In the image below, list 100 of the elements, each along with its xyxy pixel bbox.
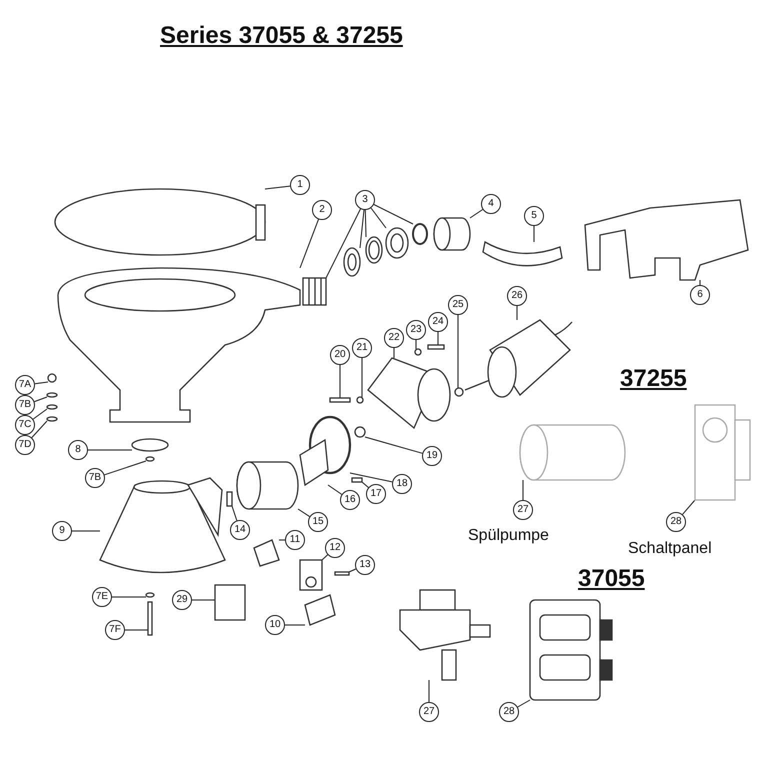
leader-line [32, 408, 48, 420]
diagram-title: Series 37055 & 37255 [160, 22, 403, 50]
gasket-drawing [131, 438, 169, 452]
leader-line [350, 472, 393, 482]
screw-drawing [427, 344, 445, 350]
solenoid-valve-drawing [399, 589, 491, 681]
callout-number: 20 [330, 345, 350, 365]
callout-number: 25 [448, 295, 468, 315]
washer-drawing [454, 387, 464, 397]
leader-line [470, 209, 484, 218]
outlet-fitting-drawing [299, 559, 323, 591]
leader-line [34, 382, 48, 384]
callout-number: 5 [524, 206, 544, 226]
toilet-bowl-drawing [57, 267, 301, 423]
callout-number: 21 [352, 338, 372, 358]
callout-number: 9 [52, 521, 72, 541]
leader-line [104, 460, 146, 476]
model-heading: 37055 [578, 565, 645, 593]
callout-number: 7C [15, 415, 35, 435]
washer-drawing [46, 392, 58, 398]
pin-drawing [351, 477, 363, 483]
valve-drawing [253, 539, 280, 567]
motor-drawing [464, 319, 572, 398]
washer-drawing [145, 592, 155, 598]
hose-drawing [482, 241, 563, 266]
clip-drawing [226, 491, 233, 507]
threaded-ring-drawing [385, 227, 409, 259]
callout-number: 26 [507, 286, 527, 306]
knob-drawing [304, 594, 336, 626]
callout-number: 7B [85, 468, 105, 488]
callout-number: 14 [230, 520, 250, 540]
leader-line [373, 204, 414, 224]
callout-number: 19 [422, 446, 442, 466]
leader-line [364, 436, 423, 454]
callout-number: 7D [15, 435, 35, 455]
leader-line [348, 568, 356, 572]
toilet-lid-drawing [54, 188, 266, 256]
callout-number: 27 [419, 702, 439, 722]
callout-number: 15 [308, 512, 328, 532]
callout-number: 3 [355, 190, 375, 210]
leader-line [34, 396, 48, 402]
washer-drawing [46, 416, 58, 422]
part-caption: Spülpumpe [468, 527, 549, 545]
leader-line [326, 208, 361, 278]
switch-panel-drawing [529, 599, 613, 701]
callout-number: 8 [68, 440, 88, 460]
callout-number: 6 [690, 285, 710, 305]
leader-line [31, 420, 48, 438]
cap-nut-drawing [47, 373, 57, 383]
screw-drawing [334, 571, 350, 576]
leader-line [232, 506, 238, 521]
callout-number: 24 [428, 312, 448, 332]
leader-line [264, 186, 291, 190]
callout-number: 7B [15, 395, 35, 415]
impeller-drawing [299, 438, 329, 486]
part-caption: Schaltpanel [628, 540, 712, 558]
callout-number: 10 [265, 615, 285, 635]
callout-number: 7A [15, 375, 35, 395]
callout-number: 29 [172, 590, 192, 610]
seal-drawing [354, 426, 366, 438]
callout-number: 28 [666, 512, 686, 532]
o-ring-drawing [412, 223, 428, 245]
pump-base-drawing [99, 477, 226, 574]
leader-line [72, 530, 100, 532]
callout-number: 23 [406, 320, 426, 340]
washer-drawing [145, 456, 155, 462]
model-heading: 37255 [620, 365, 687, 393]
callout-number: 1 [290, 175, 310, 195]
washer-drawing [46, 404, 58, 410]
leader-line [682, 500, 696, 515]
leader-line [284, 624, 306, 626]
base-cover-drawing [214, 584, 246, 621]
leader-line [298, 508, 310, 518]
leader-line [360, 209, 364, 248]
flush-pump-drawing [519, 424, 626, 481]
callout-number: 28 [499, 702, 519, 722]
elbow-fitting-drawing [433, 217, 471, 251]
leader-line [300, 218, 319, 268]
bolt-drawing [147, 601, 153, 636]
callout-number: 7F [105, 620, 125, 640]
washer-drawing [356, 396, 364, 404]
callout-number: 2 [312, 200, 332, 220]
callout-number: 4 [481, 194, 501, 214]
callout-number: 13 [355, 555, 375, 575]
motor-flange-drawing [367, 357, 451, 430]
callout-number: 7E [92, 587, 112, 607]
leader-line [364, 210, 366, 238]
callout-number: 11 [285, 530, 305, 550]
leader-line [112, 596, 146, 598]
ring-drawing [365, 236, 383, 264]
screw-drawing [329, 397, 351, 403]
ring-drawing [343, 247, 361, 277]
callout-number: 22 [384, 328, 404, 348]
leader-line [517, 700, 530, 708]
leader-line [522, 480, 524, 500]
control-panel-drawing [694, 404, 751, 501]
threaded-spigot-drawing [302, 277, 327, 306]
callout-number: 12 [325, 538, 345, 558]
callout-number: 18 [392, 474, 412, 494]
leader-line [516, 306, 518, 320]
